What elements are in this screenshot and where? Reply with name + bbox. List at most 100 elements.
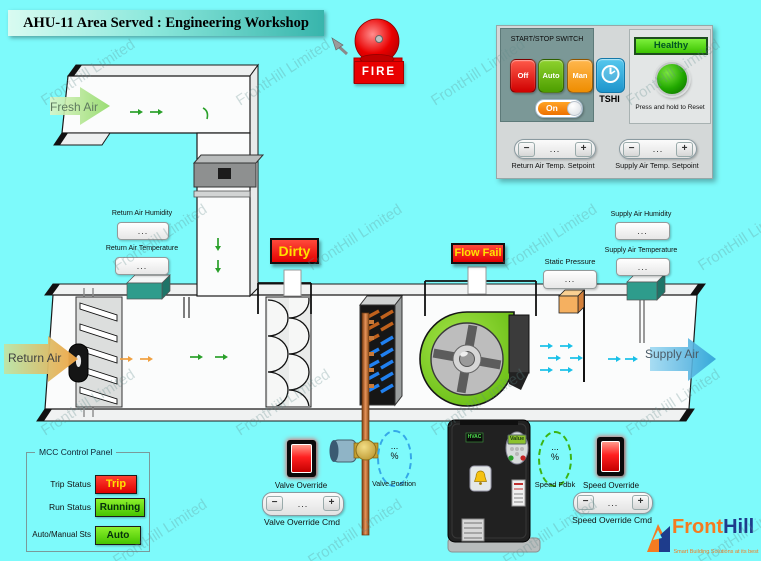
decrement-button[interactable]: − [623,142,640,157]
return-air-humidity-value: ... [117,222,169,240]
logo-tagline: Smart Building Solutions at its best [673,549,759,555]
logo-hill: Hill [723,516,755,538]
speed-feedback-gauge: ... % [538,431,572,487]
return-setpoint-label: Return Air Temp. Setpoint [511,161,595,170]
dp-switch-filter [257,269,312,314]
return-air-humidity-label: Return Air Humidity [111,210,173,217]
fresh-air-label: Fresh Air [50,100,99,114]
valve-position-gauge: ... % [377,430,412,487]
trip-status-label: Trip Status [50,479,91,489]
coil-pipe [361,312,374,536]
toggle-knob[interactable] [567,101,582,116]
return-setpoint-stepper: − ... + [514,139,596,159]
supply-sensor-housing [626,273,666,301]
decrement-button[interactable]: − [518,142,535,157]
speed-feedback-label: Speed Fdbk [534,480,576,489]
page-title: AHU-11 Area Served : Engineering Worksho… [8,10,324,36]
flow-arrows [119,107,639,374]
return-air-temperature-label: Return Air Temperature [105,245,179,252]
fire-alarm-label: FIRE [354,61,404,84]
return-damper [68,288,123,417]
run-status-badge: Running [95,498,145,517]
vfd-screen-label: Value [509,436,525,442]
increment-button[interactable]: + [632,495,649,510]
on-off-toggle[interactable]: On [535,99,583,118]
supply-air-humidity-value: ... [615,222,670,240]
valve-override-button[interactable] [287,440,316,477]
fan-outlet [508,314,530,374]
health-status-badge: Healthy [634,37,708,55]
fronthill-logo-text: FrontHill [672,516,760,539]
bag-filter [265,296,312,408]
decrement-button[interactable]: − [577,495,594,510]
reset-button[interactable] [655,62,689,96]
supply-air-label: Supply Air [645,347,700,361]
increment-button[interactable]: + [575,142,592,157]
decrement-button[interactable]: − [266,496,283,511]
valve-override-label: Valve Override [274,481,328,490]
man-button[interactable]: Man [567,59,593,93]
trip-status-badge: Trip [95,475,137,494]
supply-fan [419,311,530,407]
increment-button[interactable]: + [676,142,693,157]
increment-button[interactable]: + [323,496,340,511]
supply-air-humidity-label: Supply Air Humidity [610,211,672,218]
vfd-brand-label: HVAC [467,434,482,440]
supply-setpoint-value: ... [652,144,664,154]
mcc-control-panel: MCC Control Panel Trip Status Trip Run S… [26,447,150,552]
health-group: Healthy Press and hold to Reset [629,29,711,124]
valve-override-cmd-value: ... [297,499,309,509]
speed-feedback-value: ... [551,442,559,452]
mcc-panel-title: MCC Control Panel [35,447,117,457]
intake-damper [192,154,265,198]
speed-override-cmd-value: ... [607,498,619,508]
valve-override-cmd-label: Valve Override Cmd [264,517,340,527]
speed-override-cmd-stepper: − ... + [573,492,653,514]
valve-position-unit: % [390,451,399,462]
return-air-arrow [4,336,78,382]
dp-switch-flow [424,266,537,316]
static-pressure-value: ... [543,270,597,289]
supply-air-arrow [650,338,716,381]
tshi-button[interactable] [596,58,625,93]
supply-air-temperature-value: ... [616,258,670,276]
switch-group: START/STOP SWITCH Off Auto Man On [500,28,594,122]
fresh-air-arrow [50,87,110,125]
speed-feedback-unit: % [550,452,559,463]
valve-override-cmd-stepper: − ... + [262,492,344,516]
return-setpoint-value: ... [549,144,561,154]
return-sensor-housing [126,274,171,300]
heating-coil [358,294,404,536]
supply-air-temperature-label: Supply Air Temperature [604,247,678,254]
valve-override-lamp [291,444,312,473]
switch-group-title: START/STOP SWITCH [510,36,584,43]
control-valve [329,439,379,463]
supply-probe [639,299,645,343]
speed-override-cmd-label: Speed Override Cmd [572,515,652,525]
speed-override-label: Speed Override [582,481,640,490]
return-air-temperature-value: ... [115,257,169,275]
return-air-label: Return Air [8,351,62,365]
start-stop-panel: START/STOP SWITCH Off Auto Man On TSHI H… [496,25,713,179]
auto-manual-status-label: Auto/Manual Sts [32,530,91,539]
vfd-drive [447,419,541,553]
run-status-label: Run Status [48,502,91,512]
tshi-label: TSHI [599,94,620,104]
auto-button[interactable]: Auto [538,59,564,93]
valve-position-label: Valve Position [372,481,416,488]
supply-setpoint-stepper: − ... + [619,139,697,159]
supply-setpoint-label: Supply Air Temp. Setpoint [615,161,699,170]
reset-hint: Press and hold to Reset [635,104,705,111]
off-button[interactable]: Off [510,59,536,93]
toggle-state-label: On [546,103,558,113]
speed-override-lamp [601,441,620,472]
return-probe [183,297,190,318]
static-pressure-tap [558,289,585,382]
logo-front: Front [672,516,724,538]
alarm-bell-glyph [474,470,487,482]
fronthill-logo-mark [647,524,670,552]
speed-override-button[interactable] [597,437,624,476]
clock-icon [601,65,620,83]
valve-position-value: ... [390,441,399,451]
